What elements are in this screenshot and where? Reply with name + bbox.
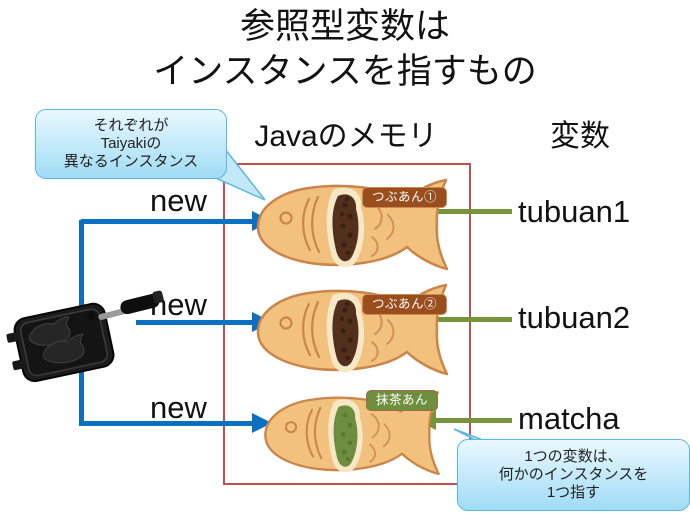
bottom-callout-line2: 何かのインスタンスを: [498, 466, 649, 483]
variable-name-tubuan2: tubuan2: [518, 300, 631, 335]
reference-arrow-2-shaft: [436, 317, 512, 322]
new-label-1: new: [150, 183, 207, 218]
taiyaki-instance-1-icon: [256, 178, 449, 271]
reference-arrow-3-shaft: [436, 418, 512, 423]
top-callout: それぞれが Taiyakiの 異なるインスタンス: [35, 109, 227, 179]
filling-tag-1: つぶあん①: [362, 187, 448, 208]
bottom-callout-line3: 1つ指す: [546, 484, 601, 501]
memory-column-label: Javaのメモリ: [254, 120, 438, 153]
filling-tag-3: 抹茶あん: [366, 390, 439, 411]
top-callout-line1: それぞれが: [93, 117, 169, 134]
bottom-callout: 1つの変数は、 何かのインスタンスを 1つ指す: [457, 439, 690, 511]
filling-tag-2: つぶあん②: [362, 294, 448, 315]
taiyaki-pan-icon: [6, 290, 164, 382]
top-callout-line2: Taiyakiの: [100, 135, 162, 152]
bottom-callout-line1: 1つの変数は、: [524, 448, 623, 465]
variables-column-label: 変数: [550, 120, 610, 153]
page-title-line1: 参照型変数は: [239, 7, 450, 46]
variable-name-tubuan1: tubuan1: [518, 194, 631, 229]
new-arrow-2-shaft: [136, 320, 253, 325]
page-title-line2: インスタンスを指すもの: [153, 52, 537, 91]
reference-arrow-1-shaft: [436, 209, 512, 214]
top-callout-line3: 異なるインスタンス: [63, 153, 199, 170]
taiyaki-instance-3-icon: [264, 391, 440, 476]
taiyaki-instance-2-icon: [256, 283, 449, 376]
new-arrow-3-shaft: [81, 421, 253, 426]
page-title: 参照型変数は インスタンスを指すもの: [0, 4, 690, 94]
variable-name-matcha: matcha: [518, 401, 620, 436]
new-arrow-1-shaft: [81, 219, 253, 224]
new-label-3: new: [150, 390, 207, 425]
